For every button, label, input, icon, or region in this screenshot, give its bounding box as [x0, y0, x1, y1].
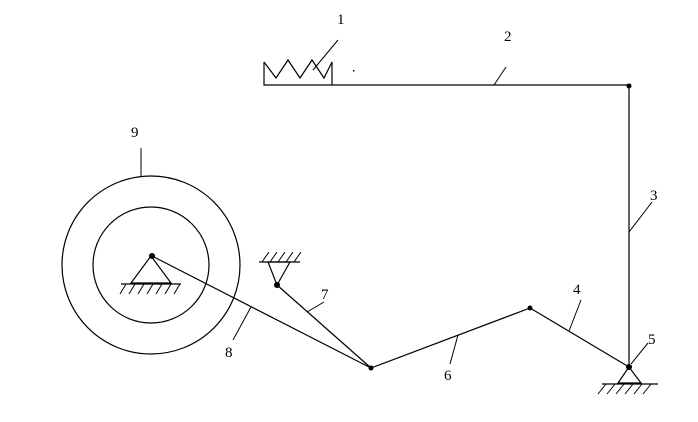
link-4 — [529, 307, 630, 368]
label-3: 3 — [650, 188, 658, 204]
part-5-pivot — [597, 342, 658, 395]
part-4-link — [527, 299, 630, 368]
label-4: 4 — [573, 282, 581, 298]
part-7-link — [259, 251, 372, 369]
stray-dot — [353, 70, 355, 72]
part-5-leader — [630, 342, 649, 365]
part-3-leader — [628, 201, 653, 233]
label-8: 8 — [225, 345, 233, 361]
part-2-bar — [332, 66, 629, 86]
link-7 — [276, 284, 372, 369]
joint-5 — [626, 364, 632, 370]
joint-2-3 — [626, 83, 632, 89]
pivot-9-hatch — [119, 283, 181, 295]
pivot-5-triangle — [616, 365, 643, 384]
wheel-outer — [61, 175, 241, 355]
label-5: 5 — [648, 332, 656, 348]
label-6: 6 — [444, 368, 452, 384]
part-1-zigzag — [263, 58, 333, 80]
part-9-wheel — [61, 148, 241, 355]
part-6-link — [368, 307, 531, 371]
part-7-leader — [306, 301, 325, 313]
part-4-leader — [568, 299, 582, 332]
label-2: 2 — [504, 29, 512, 45]
part-1-block — [263, 39, 355, 86]
joint-7 — [274, 282, 280, 288]
link-8 — [151, 255, 372, 369]
part-3-bar — [626, 83, 653, 366]
joint-9 — [149, 253, 155, 259]
pivot-7-hatch — [261, 251, 302, 263]
label-9: 9 — [131, 125, 139, 141]
part-8-leader — [232, 306, 252, 341]
pivot-5-hatch — [597, 383, 652, 395]
part-2-leader — [493, 66, 507, 86]
pivot-9-triangle — [129, 254, 173, 284]
part-1-leader — [312, 39, 339, 71]
wheel-inner — [92, 206, 210, 324]
part-6-leader — [449, 334, 459, 365]
label-1: 1 — [337, 12, 345, 28]
part-1-outline — [263, 62, 333, 86]
link-6 — [370, 307, 531, 369]
label-7: 7 — [321, 287, 329, 303]
part-8-link — [151, 255, 372, 369]
pivot-7-triangle — [267, 261, 292, 287]
